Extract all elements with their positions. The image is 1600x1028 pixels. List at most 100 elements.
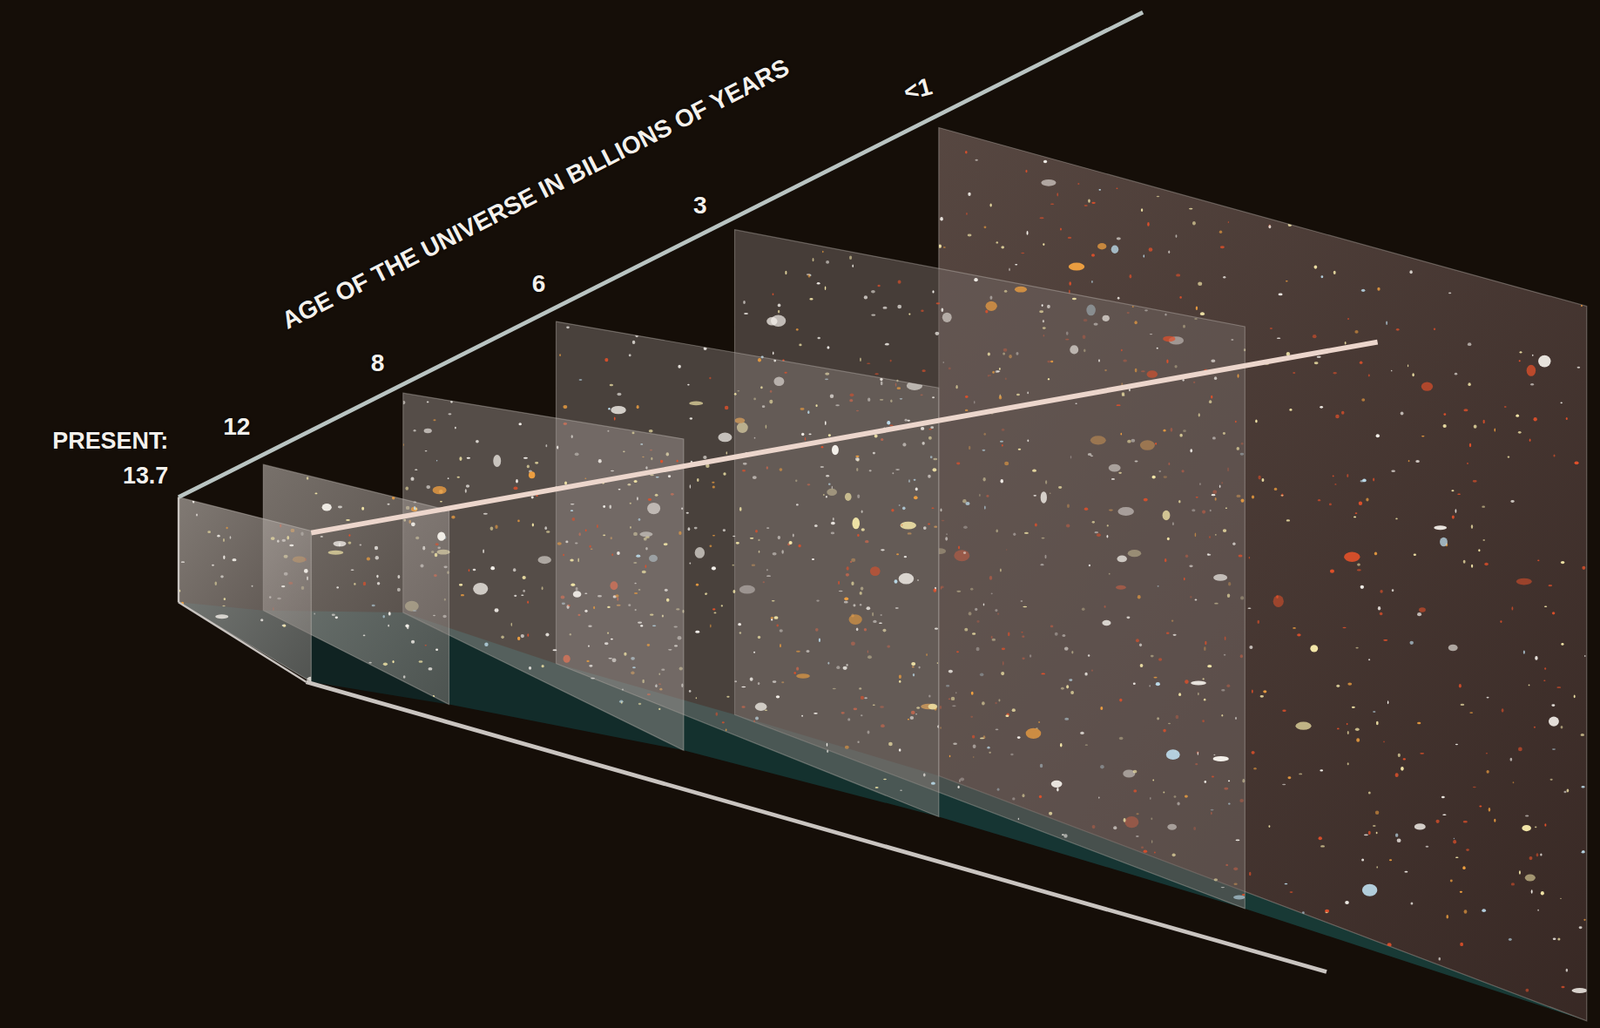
galaxy: [1100, 706, 1103, 710]
galaxy: [901, 524, 903, 526]
galaxy: [1363, 833, 1369, 836]
galaxy: [1134, 459, 1139, 462]
galaxy: [1395, 832, 1398, 837]
galaxy: [459, 456, 462, 461]
galaxy: [823, 493, 825, 496]
galaxy: [1288, 222, 1292, 227]
galaxy: [1368, 790, 1371, 794]
galaxy: [361, 506, 365, 511]
galaxy: [1389, 858, 1392, 861]
galaxy: [1020, 252, 1025, 255]
galaxy: [1166, 632, 1170, 635]
galaxy: [1518, 431, 1522, 434]
galaxy: [832, 517, 835, 521]
galaxy: [303, 568, 309, 574]
galaxy: [556, 445, 559, 449]
galaxy: [1203, 698, 1207, 702]
galaxy: [1574, 460, 1580, 465]
galaxy: [979, 737, 985, 740]
galaxy: [1556, 686, 1561, 689]
galaxy: [645, 546, 649, 551]
galaxy: [1471, 524, 1473, 529]
galaxy: [181, 560, 185, 563]
galaxy: [784, 270, 787, 275]
galaxy: [1025, 169, 1027, 173]
galaxy: [1319, 769, 1324, 771]
galaxy: [999, 440, 1004, 443]
galaxy: [632, 340, 636, 345]
galaxy: [1139, 643, 1142, 648]
galaxy: [1376, 433, 1380, 438]
galaxy: [195, 513, 198, 517]
galaxy: [1511, 882, 1515, 885]
galaxy: [844, 745, 850, 750]
galaxy: [695, 630, 700, 634]
galaxy: [1354, 330, 1358, 334]
galaxy: [965, 501, 970, 506]
galaxy: [517, 636, 520, 641]
galaxy: [587, 624, 592, 628]
galaxy: [1208, 553, 1211, 556]
galaxy: [585, 529, 588, 533]
galaxy: [618, 488, 622, 491]
galaxy: [1097, 243, 1107, 250]
galaxy: [897, 386, 902, 390]
galaxy: [562, 405, 568, 409]
galaxy: [1214, 376, 1217, 380]
galaxy: [387, 503, 391, 506]
galaxy: [640, 624, 643, 627]
galaxy: [915, 486, 919, 491]
galaxy: [1149, 333, 1154, 335]
galaxy: [830, 521, 836, 526]
galaxy: [1437, 957, 1441, 961]
galaxy: [459, 583, 463, 587]
galaxy: [1486, 696, 1490, 699]
galaxy: [668, 474, 671, 478]
galaxy: [1084, 672, 1087, 676]
galaxy: [1047, 378, 1050, 380]
galaxy: [328, 550, 345, 555]
galaxy: [1455, 508, 1458, 514]
galaxy: [1227, 594, 1230, 598]
galaxy: [1508, 938, 1513, 941]
galaxy: [377, 581, 380, 585]
galaxy: [1192, 221, 1196, 226]
galaxy: [1208, 535, 1210, 539]
galaxy: [1466, 462, 1469, 465]
galaxy: [1155, 681, 1161, 686]
galaxy: [1433, 525, 1447, 530]
galaxy: [1004, 290, 1007, 293]
galaxy: [336, 586, 339, 588]
galaxy: [532, 522, 534, 527]
galaxy: [331, 614, 336, 616]
galaxy: [1221, 886, 1226, 888]
galaxy: [921, 441, 925, 446]
galaxy: [907, 718, 910, 721]
galaxy: [931, 396, 935, 399]
galaxy: [779, 643, 782, 648]
galaxy: [742, 300, 746, 304]
galaxy: [1421, 435, 1425, 438]
galaxy: [664, 588, 669, 592]
galaxy: [1360, 585, 1364, 589]
galaxy: [930, 455, 933, 459]
galaxy: [886, 420, 891, 426]
galaxy: [647, 502, 661, 514]
galaxy: [1390, 469, 1396, 473]
galaxy: [866, 606, 871, 610]
galaxy: [251, 585, 254, 588]
galaxy: [1409, 641, 1414, 645]
galaxy: [1042, 243, 1045, 246]
galaxy-field: [178, 499, 316, 684]
galaxy: [654, 493, 659, 497]
galaxy: [366, 556, 371, 561]
galaxy: [1188, 564, 1193, 568]
galaxy: [1102, 315, 1110, 322]
galaxy: [1026, 230, 1029, 236]
galaxy: [1478, 548, 1480, 552]
galaxy: [837, 580, 840, 585]
galaxy: [1135, 638, 1140, 642]
galaxy: [770, 616, 774, 619]
galaxy: [1485, 769, 1489, 774]
